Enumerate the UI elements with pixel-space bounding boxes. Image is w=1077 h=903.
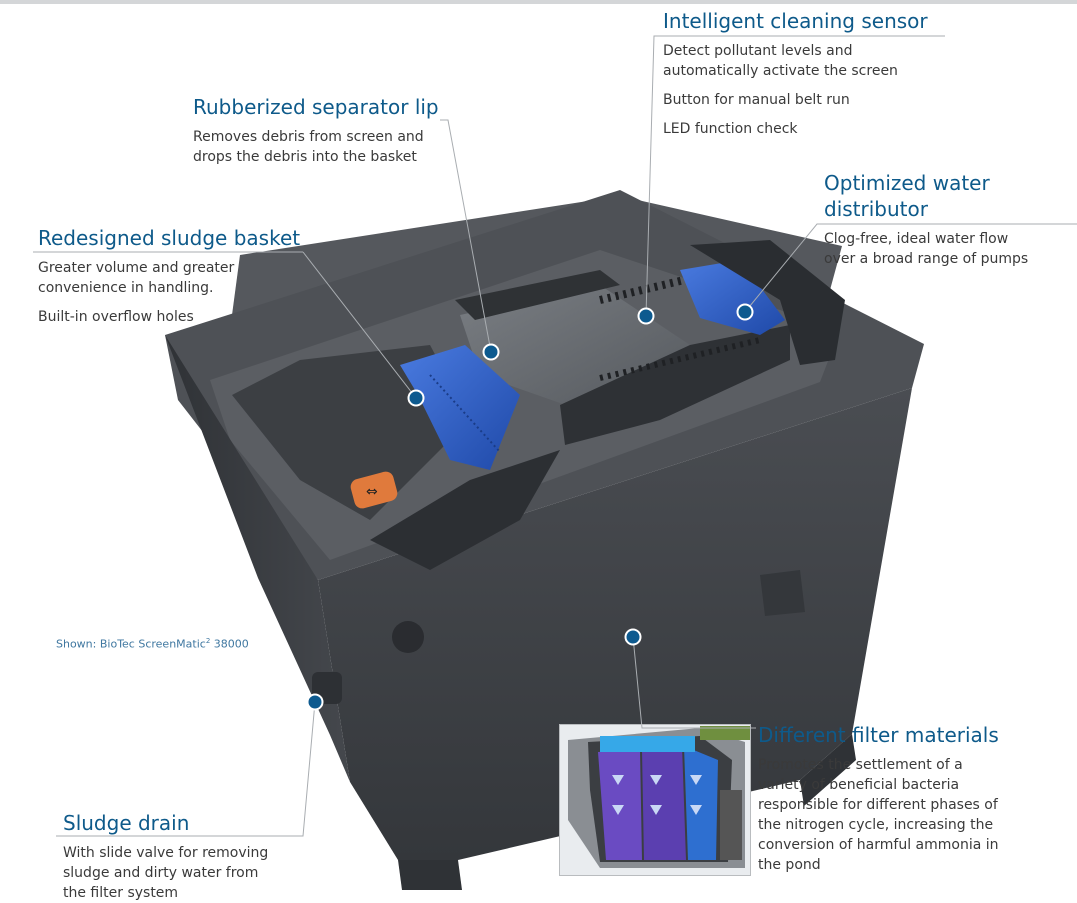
caption-prefix: Shown: BioTec ScreenMatic [56, 637, 206, 651]
callout-lip-title: Rubberized separator lip [193, 95, 439, 119]
callout-sensor-line-2: Button for manual belt run [663, 92, 850, 108]
housing-foot-right [800, 734, 856, 806]
callout-lip-line-1: Removes debris from screen and drops the… [193, 129, 424, 165]
callout-distributor-title-line-2: distributor [824, 197, 928, 221]
belt-frame [560, 325, 790, 445]
caption-sup: 2 [205, 637, 211, 645]
belt-side-rail [455, 270, 620, 320]
callout-sensor-line-3: LED function check [663, 121, 798, 137]
callout-sensor-line-1: Detect pollutant levels and automaticall… [663, 43, 898, 79]
callout-distributor-title: Optimized water distributor [824, 170, 1028, 222]
marker-sensor [637, 307, 655, 325]
callout-basket-line-2: Built-in overflow holes [38, 309, 194, 325]
callout-drain-title: Sludge drain [63, 811, 190, 835]
marker-basket [407, 389, 425, 407]
product-caption: Shown: BioTec ScreenMatic2 38000 [56, 637, 249, 651]
callout-materials-line-1: Promotes the settlement of a variety of … [758, 757, 999, 873]
marker-lip [482, 343, 500, 361]
side-fitting [392, 621, 424, 653]
callout-markers [306, 303, 754, 711]
leader-lines [33, 35, 1077, 837]
marker-distributor [736, 303, 754, 321]
marker-drain [306, 693, 324, 711]
callout-distributor-line-1: Clog-free, ideal water flow over a broad… [824, 231, 1029, 267]
housing-left-face [165, 335, 350, 782]
filter-materials-inset [559, 724, 751, 876]
callout-lip: Rubberized separator lip Removes debris … [193, 94, 439, 167]
caption-suffix: 38000 [210, 637, 249, 651]
housing-front-face [318, 388, 912, 860]
callout-basket-title: Redesigned sludge basket [38, 226, 301, 250]
callout-distributor-title-line-1: Optimized water [824, 171, 990, 195]
callout-drain-line-1: With slide valve for removing sludge and… [63, 845, 269, 901]
callout-basket: Redesigned sludge basket Greater volume … [38, 225, 300, 327]
top-rule [0, 0, 1077, 4]
callout-materials-title: Different filter materials [758, 723, 999, 747]
callout-distributor: Optimized water distributor Clog-free, i… [824, 170, 1028, 269]
distributor-housing [690, 240, 845, 365]
housing-foot-left [760, 570, 805, 616]
callout-sensor-title: Intelligent cleaning sensor [663, 9, 928, 33]
callout-drain: Sludge drain With slide valve for removi… [63, 810, 268, 903]
sludge-outlet-orange [350, 471, 398, 509]
outlet-arrows-icon: ⇔ [366, 484, 378, 500]
callout-basket-line-1: Greater volume and greater convenience i… [38, 260, 235, 296]
inner-wedge [370, 450, 560, 570]
callout-sensor: Intelligent cleaning sensor Detect pollu… [663, 8, 928, 139]
water-distributor [680, 260, 785, 335]
filter-inset-art [560, 725, 750, 875]
sludge-chamber [232, 345, 470, 520]
housing-foot-front [398, 860, 462, 890]
callout-materials: Different filter materials Promotes the … [758, 722, 999, 875]
marker-materials [624, 628, 642, 646]
